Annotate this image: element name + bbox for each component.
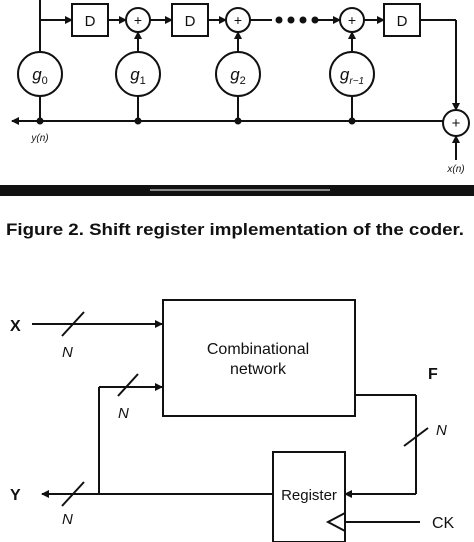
delay-box-1 (71, 3, 109, 37)
junction-dot (36, 117, 44, 125)
adder-final (442, 109, 470, 137)
shift-register-diagram (11, 0, 470, 160)
x-bus-slash (61, 311, 85, 337)
tap-circle-2 (215, 51, 261, 97)
adder-3 (339, 7, 365, 33)
bus-width-label-f: N (436, 422, 447, 439)
tap-label-r: gr−1 (340, 65, 364, 87)
bus-width-label-y: N (62, 511, 73, 528)
delay-box-2 (171, 3, 209, 37)
register-box (272, 451, 346, 542)
junction-dots (36, 16, 356, 125)
f-bus-slash (403, 427, 429, 447)
bus-width-label-loop: N (118, 405, 129, 422)
combinational-diagram (32, 299, 429, 542)
delay-label-1: D (85, 13, 96, 30)
output-label: y(n) (30, 133, 48, 144)
adder-symbol-1: + (134, 12, 142, 28)
adder-symbol-3: + (348, 12, 356, 28)
tap-circle-1 (115, 51, 161, 97)
adder-symbol-final: + (452, 115, 461, 132)
y-bus-slash (61, 481, 85, 507)
bus-width-label-x: N (62, 344, 73, 361)
ellipsis-dot (275, 16, 283, 24)
input-label: x(n) (446, 164, 464, 175)
comb-network-label-2: network (230, 361, 287, 378)
junction-dot (134, 117, 142, 125)
tap-label-2: g2 (230, 65, 246, 87)
register-label: Register (281, 487, 337, 504)
adder-symbol-2: + (234, 12, 242, 28)
feedback-f-label: F (428, 366, 438, 383)
tap-label-0: g0 (32, 65, 48, 87)
tap-label-1: g1 (130, 65, 146, 87)
delay-label-2: D (185, 13, 196, 30)
tap-circle-0 (17, 51, 63, 97)
clock-ck-label: CK (432, 515, 455, 532)
ellipsis-dot (311, 16, 319, 24)
ellipsis-dot (299, 16, 307, 24)
output-y-label: Y (10, 487, 21, 504)
ellipsis-dot (287, 16, 295, 24)
tap-circle-r (329, 51, 375, 97)
adder-2 (225, 7, 251, 33)
figure-caption: Figure 2. Shift register implementation … (6, 220, 464, 239)
loop-bus-slash (117, 373, 139, 397)
delay-box-3 (383, 3, 421, 37)
clock-triangle (325, 512, 346, 532)
adder-1 (125, 7, 151, 33)
junction-dot (348, 117, 356, 125)
input-x-label: X (10, 318, 21, 335)
comb-network-label-1: Combinational (207, 341, 309, 358)
junction-dot (234, 117, 242, 125)
delay-label-3: D (397, 13, 408, 30)
combinational-network-box (162, 299, 356, 417)
